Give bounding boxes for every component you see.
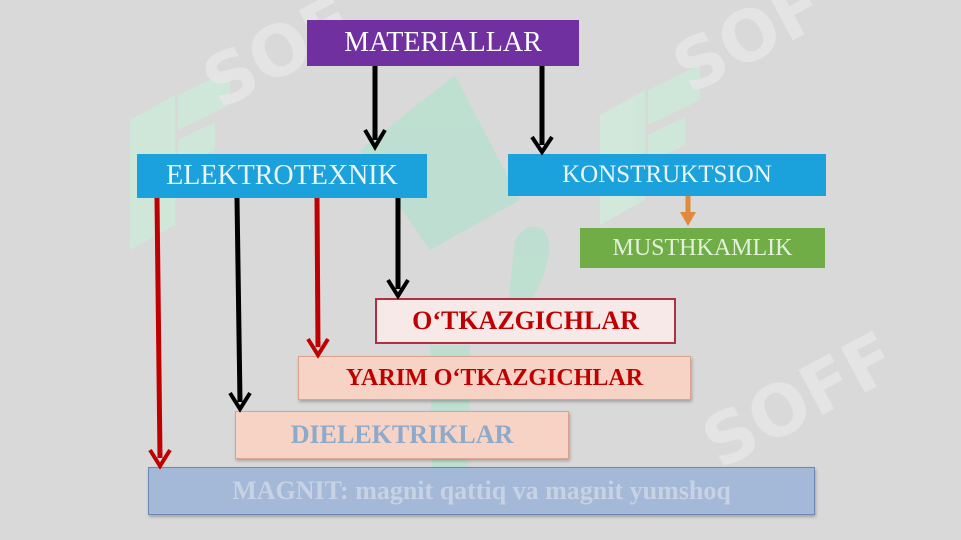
svg-text:SOFF: SOFF (689, 316, 909, 485)
node-materiallar-label: MATERIALLAR (344, 27, 542, 58)
node-dielektriklar: DIELEKTRIKLAR (235, 411, 569, 459)
node-konstruktsion-label: KONSTRUKTSION (562, 161, 772, 188)
node-musthkamlik-label: MUSTHKAMLIK (612, 234, 793, 261)
arrow-elektrotexnik-to-otkazgichlar (386, 198, 410, 300)
node-yarim-otkazgichlar-label: YARIM O‘TKAZGICHLAR (345, 364, 644, 391)
svg-text:SOF: SOF (659, 0, 837, 110)
node-konstruktsion: KONSTRUKTSION (508, 154, 826, 196)
node-elektrotexnik-label: ELEKTROTEXNIK (166, 160, 398, 191)
arrow-materiallar-to-elektrotexnik (363, 66, 387, 151)
arrow-materiallar-to-konstruktsion (530, 66, 554, 156)
arrow-elektrotexnik-to-magnit (148, 197, 172, 470)
node-yarim-otkazgichlar: YARIM O‘TKAZGICHLAR (298, 356, 691, 400)
node-otkazgichlar-label: O‘TKAZGICHLAR (412, 306, 639, 335)
node-otkazgichlar: O‘TKAZGICHLAR (375, 298, 676, 344)
node-dielektriklar-label: DIELEKTRIKLAR (290, 420, 514, 449)
arrow-elektrotexnik-to-yarim-otkazgichlar (306, 197, 330, 359)
node-magnit-label: MAGNIT: magnit qattiq va magnit yumshoq (232, 476, 731, 505)
node-materiallar: MATERIALLAR (307, 20, 579, 66)
arrow-konstruktsion-to-musthkamlik (680, 196, 696, 226)
watermark-logo-right (600, 65, 700, 225)
node-magnit: MAGNIT: magnit qattiq va magnit yumshoq (148, 467, 815, 515)
node-musthkamlik: MUSTHKAMLIK (580, 228, 825, 268)
arrow-elektrotexnik-to-dielektriklar (228, 197, 252, 413)
node-elektrotexnik: ELEKTROTEXNIK (137, 154, 427, 198)
